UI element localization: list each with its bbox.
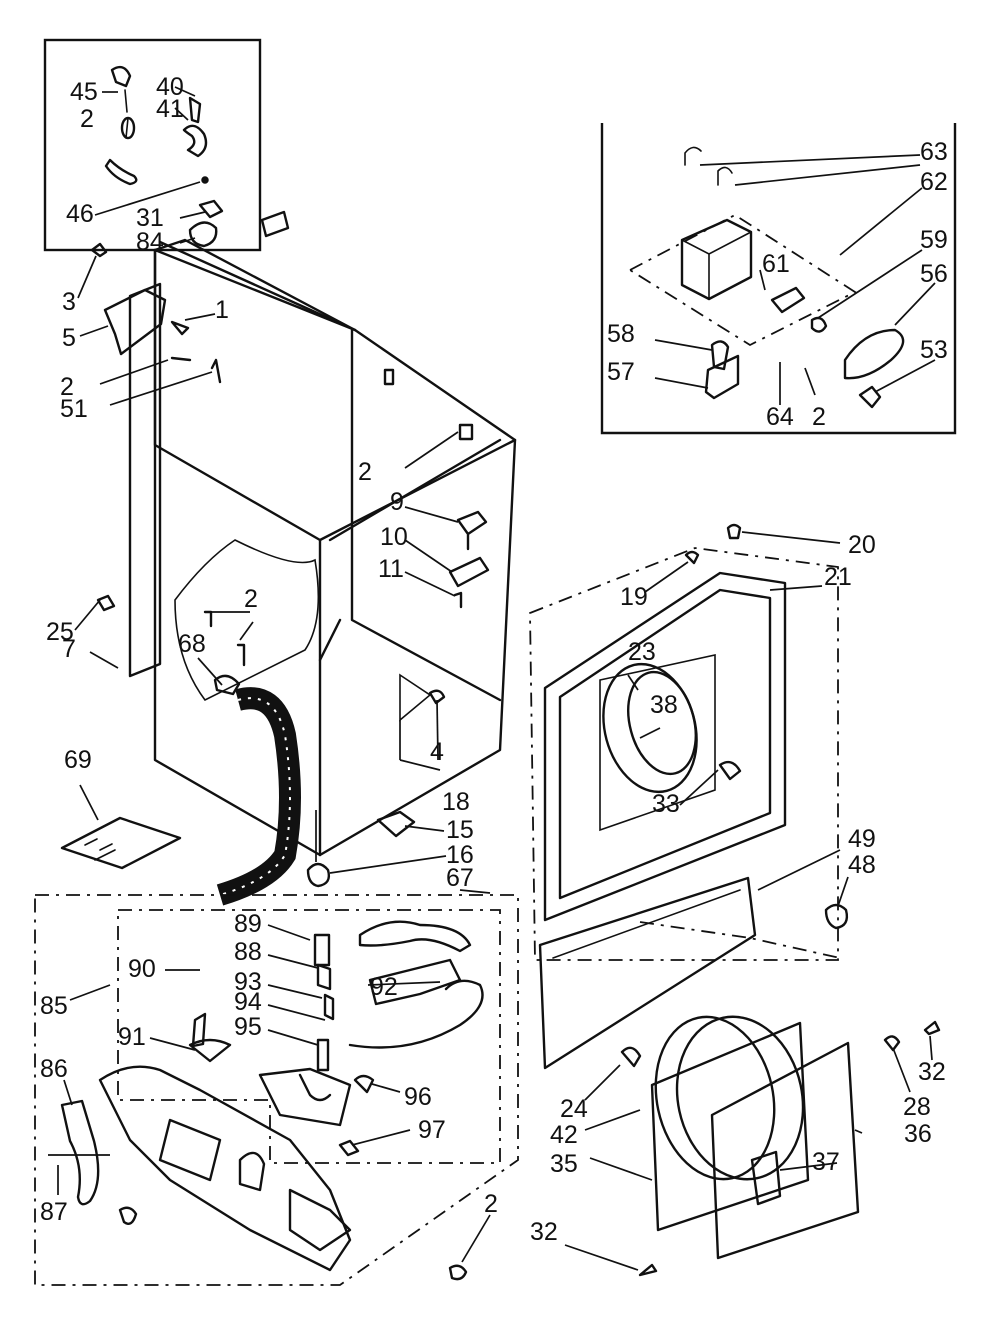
- inset-wiring-hardware: [43, 38, 262, 252]
- label-38: 38: [650, 691, 678, 719]
- label-48: 48: [848, 851, 876, 879]
- label-31: 31: [136, 204, 164, 232]
- label-19: 19: [620, 583, 648, 611]
- label-46: 46: [66, 200, 94, 228]
- label-64: 64: [766, 403, 794, 431]
- label-32-right: 32: [918, 1058, 946, 1086]
- label-3: 3: [62, 288, 76, 316]
- label-23: 23: [628, 638, 656, 666]
- label-9: 9: [390, 488, 404, 516]
- label-36: 36: [904, 1120, 932, 1148]
- label-33: 33: [652, 790, 680, 818]
- inset-heater-parts: [600, 123, 957, 435]
- cabinet-interior-parts: [306, 423, 490, 888]
- label-56: 56: [920, 260, 948, 288]
- label-93: 93: [234, 968, 262, 996]
- label-59: 59: [920, 226, 948, 254]
- label-32-bottom: 32: [530, 1218, 558, 1246]
- label-2-cabinet-rear: 2: [358, 458, 372, 486]
- label-24: 24: [560, 1095, 588, 1123]
- label-2-cabinet-side: 2: [244, 585, 258, 613]
- label-25: 25: [46, 618, 74, 646]
- label-68: 68: [178, 630, 206, 658]
- label-16: 16: [446, 841, 474, 869]
- label-5: 5: [62, 324, 76, 352]
- label-57: 57: [607, 358, 635, 386]
- label-11: 11: [378, 555, 404, 583]
- label-51: 51: [60, 395, 88, 423]
- label-85: 85: [40, 992, 68, 1020]
- label-91: 91: [118, 1023, 146, 1051]
- burner-assembly: [34, 889, 519, 1286]
- toe-panel: [538, 849, 849, 1070]
- label-69: 69: [64, 746, 92, 774]
- label-41: 41: [156, 95, 184, 123]
- label-37: 37: [812, 1148, 840, 1176]
- label-89: 89: [234, 910, 262, 938]
- label-87: 87: [40, 1198, 68, 1226]
- label-90: 90: [128, 955, 156, 983]
- label-97: 97: [418, 1116, 446, 1144]
- label-86: 86: [40, 1055, 68, 1083]
- label-95: 95: [234, 1013, 262, 1041]
- label-10: 10: [380, 523, 408, 551]
- label-2-bracket: 2: [60, 373, 74, 401]
- label-2-heater: 2: [812, 403, 826, 431]
- part-labels: 1 2 2 2 2 2 2 3 4 5 7 9 10 11 15 16 18 1…: [40, 73, 948, 1246]
- label-20: 20: [848, 531, 876, 559]
- label-53: 53: [920, 336, 948, 364]
- label-63: 63: [920, 138, 948, 166]
- label-2-inset: 2: [80, 105, 94, 133]
- exhaust-duct: [216, 687, 301, 906]
- label-96: 96: [404, 1083, 432, 1111]
- door-assembly: [564, 1015, 941, 1277]
- label-61: 61: [762, 250, 790, 278]
- label-1: 1: [215, 296, 229, 324]
- bottom-screw: [448, 1214, 491, 1281]
- label-4: 4: [430, 738, 444, 766]
- label-15: 15: [446, 816, 474, 844]
- label-62: 62: [920, 168, 948, 196]
- label-35: 35: [550, 1150, 578, 1178]
- rating-plate: [60, 784, 182, 870]
- label-92: 92: [370, 973, 398, 1001]
- label-67: 67: [446, 864, 474, 892]
- label-40: 40: [156, 73, 184, 101]
- label-7: 7: [62, 635, 76, 663]
- label-42: 42: [550, 1121, 578, 1149]
- label-45: 45: [70, 78, 98, 106]
- label-88: 88: [234, 938, 262, 966]
- front-panel: [529, 523, 841, 961]
- label-84: 84: [136, 228, 164, 256]
- label-28: 28: [903, 1093, 931, 1121]
- label-58: 58: [607, 320, 635, 348]
- label-21: 21: [824, 563, 852, 591]
- label-18: 18: [442, 788, 470, 816]
- label-49: 49: [848, 825, 876, 853]
- label-2-bottom: 2: [484, 1190, 498, 1218]
- label-94: 94: [234, 988, 262, 1016]
